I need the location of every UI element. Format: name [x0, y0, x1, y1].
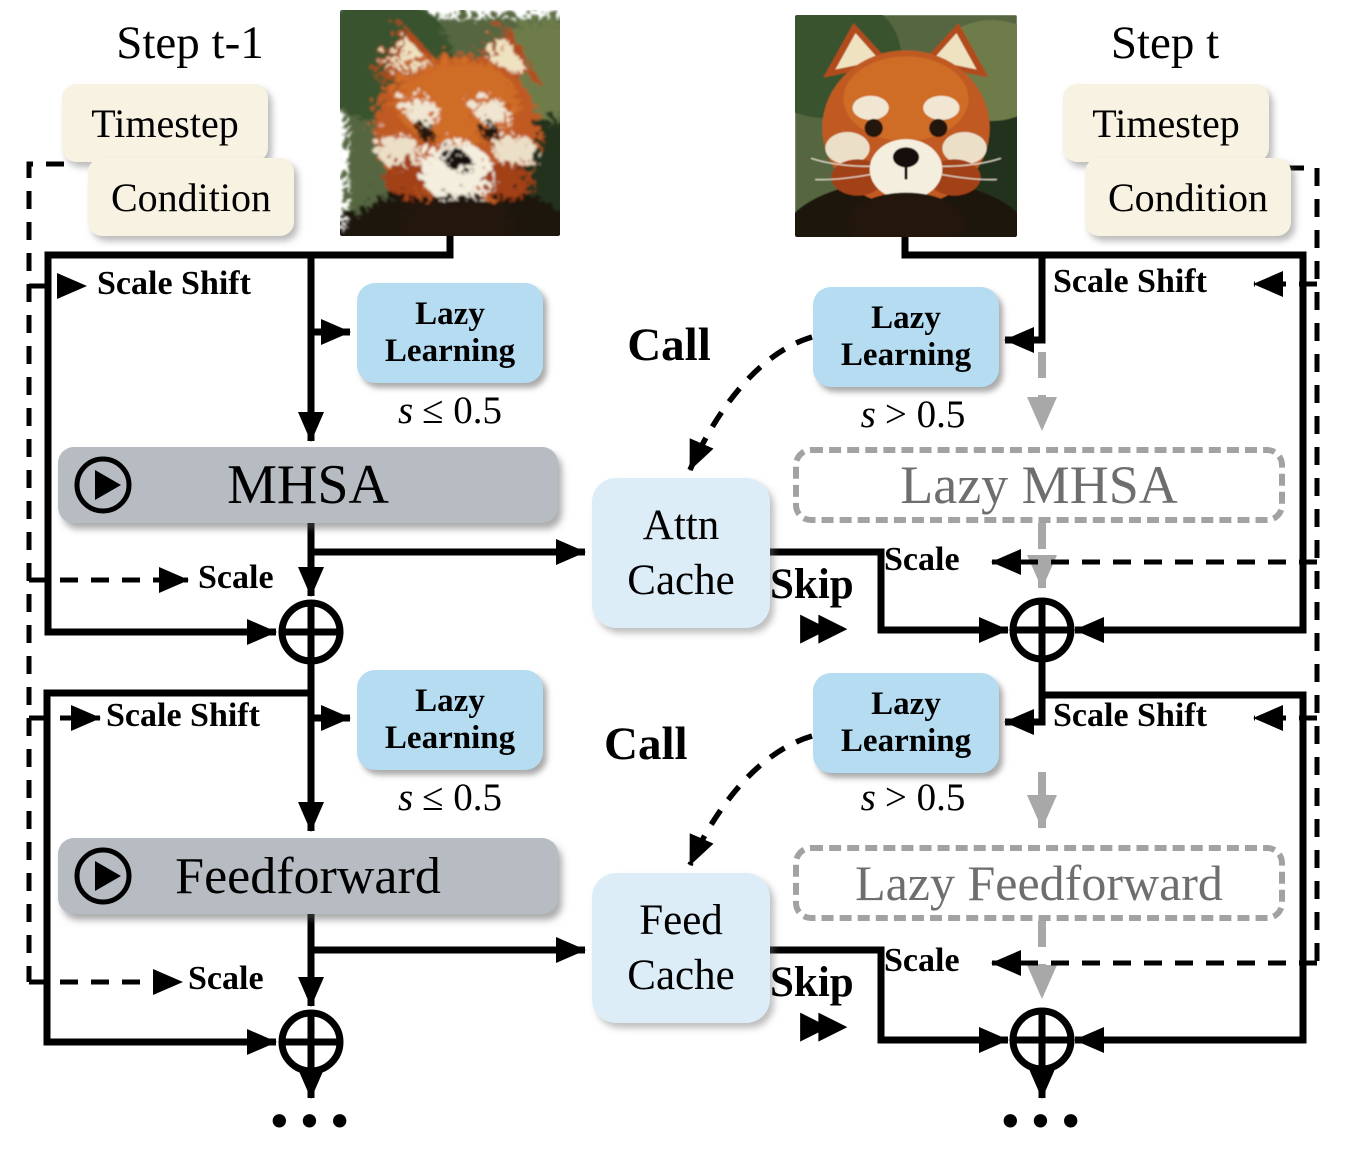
fast-forward-icon-2: ▶▶ — [800, 1002, 848, 1046]
wire-call-1 — [687, 334, 813, 472]
condition-label: Condition — [1107, 174, 1269, 220]
lazy-learning-box-right-1: Lazy Learning — [813, 287, 999, 387]
wire-residual-right-1 — [901, 237, 1307, 643]
wire-cond-trunk-right — [1286, 165, 1320, 963]
call-wires — [687, 334, 813, 867]
wire-branch-lazy-learning-1-right — [1004, 255, 1046, 353]
wire-branch-lazy-learning-2-right — [1004, 659, 1046, 735]
feedforward-module: Feedforward — [58, 838, 558, 914]
condition-label: Condition — [110, 174, 272, 220]
lazy-learning-line2: Learning — [840, 723, 972, 759]
lazy-learning-line1: Lazy — [871, 686, 941, 723]
lazy-learning-line1: Lazy — [415, 683, 485, 720]
feed-cache-box: Feed Cache — [592, 873, 770, 1023]
wire-cond-trunk-left — [26, 161, 64, 982]
solid-wires — [43, 236, 1307, 1099]
ellipsis-left: ••• — [265, 1095, 357, 1149]
wire-residual-left-1 — [44, 236, 454, 645]
wire-skip-2 — [770, 946, 1009, 1053]
gate-threshold: > 0.5 — [884, 776, 966, 819]
lazy-learning-line1: Lazy — [415, 296, 485, 333]
skip-label-2: Skip — [770, 959, 854, 1006]
wire-skip-1 — [770, 548, 1009, 643]
fast-forward-icon-1: ▶▶ — [800, 604, 848, 648]
feed-cache-line1: Feed — [639, 896, 723, 944]
scale-shift-label-left-2: Scale Shift — [106, 697, 260, 734]
gate-variable: s — [860, 393, 876, 436]
wire-call-2 — [687, 733, 813, 867]
attn-cache-line2: Cache — [627, 557, 735, 604]
add-operator-left-1 — [278, 599, 344, 665]
timestep-card-left: Timestep — [62, 84, 268, 162]
gate-condition-left-2: s≤ 0.5 — [352, 775, 548, 820]
attn-cache-box: Attn Cache — [592, 478, 770, 628]
scale-shift-label-right-2: Scale Shift — [1053, 697, 1207, 734]
timestep-label: Timestep — [1092, 100, 1240, 146]
skip-label-1: Skip — [770, 561, 854, 608]
wire-residual-left-2 — [43, 689, 311, 1055]
add-operator-right-1 — [1009, 597, 1075, 663]
lazy-mhsa-module: Lazy MHSA — [793, 447, 1285, 523]
timestep-card-right: Timestep — [1063, 84, 1269, 162]
gate-variable: s — [860, 776, 876, 819]
scale-label-left-1: Scale — [198, 559, 274, 596]
gate-condition-right-2: s> 0.5 — [815, 775, 1011, 820]
lazy-learning-line2: Learning — [384, 333, 516, 369]
play-icon — [74, 847, 132, 905]
gate-condition-right-1: s> 0.5 — [815, 392, 1011, 437]
scale-shift-label-right-1: Scale Shift — [1053, 263, 1207, 300]
scale-shift-label-left-1: Scale Shift — [97, 265, 251, 302]
feedforward-label: Feedforward — [175, 847, 441, 905]
ellipsis-right: ••• — [996, 1095, 1088, 1149]
gate-threshold: ≤ 0.5 — [422, 776, 503, 819]
gate-threshold: ≤ 0.5 — [422, 389, 503, 432]
scale-label-right-2: Scale — [884, 942, 960, 979]
gate-condition-left-1: s≤ 0.5 — [352, 388, 548, 433]
step-label-left: Step t-1 — [116, 17, 264, 69]
add-operators — [278, 597, 1075, 1075]
step-label-right: Step t — [1110, 17, 1220, 69]
gate-variable: s — [397, 776, 414, 819]
scale-label-left-2: Scale — [188, 960, 264, 997]
condition-card-left: Condition — [88, 158, 294, 236]
call-label-2: Call — [604, 718, 688, 770]
lazy-learning-box-left-1: Lazy Learning — [357, 283, 543, 383]
lazy-learning-line2: Learning — [840, 337, 972, 373]
clean-panda-image — [795, 15, 1017, 237]
lazy-feedforward-module: Lazy Feedforward — [793, 845, 1285, 921]
gate-variable: s — [397, 389, 414, 432]
add-operator-left-2 — [278, 1009, 344, 1075]
call-label-1: Call — [627, 319, 711, 371]
timestep-label: Timestep — [91, 100, 239, 146]
add-operator-right-2 — [1009, 1007, 1075, 1073]
scale-label-right-1: Scale — [884, 541, 960, 578]
play-icon — [74, 456, 132, 514]
wire-residual-right-2 — [1042, 691, 1307, 1053]
mhsa-module: MHSA — [58, 447, 558, 523]
noisy-panda-image — [340, 10, 560, 236]
lazy-learning-box-left-2: Lazy Learning — [357, 670, 543, 770]
attn-cache-line1: Attn — [642, 501, 720, 549]
feed-cache-line2: Cache — [627, 952, 735, 999]
lazy-learning-line1: Lazy — [871, 300, 941, 337]
lazy-learning-box-right-2: Lazy Learning — [813, 673, 999, 773]
mhsa-label: MHSA — [227, 454, 389, 516]
gate-threshold: > 0.5 — [884, 393, 966, 436]
condition-card-right: Condition — [1085, 158, 1291, 236]
conditioning-wires — [26, 161, 1320, 995]
lazy-learning-line2: Learning — [384, 720, 516, 756]
